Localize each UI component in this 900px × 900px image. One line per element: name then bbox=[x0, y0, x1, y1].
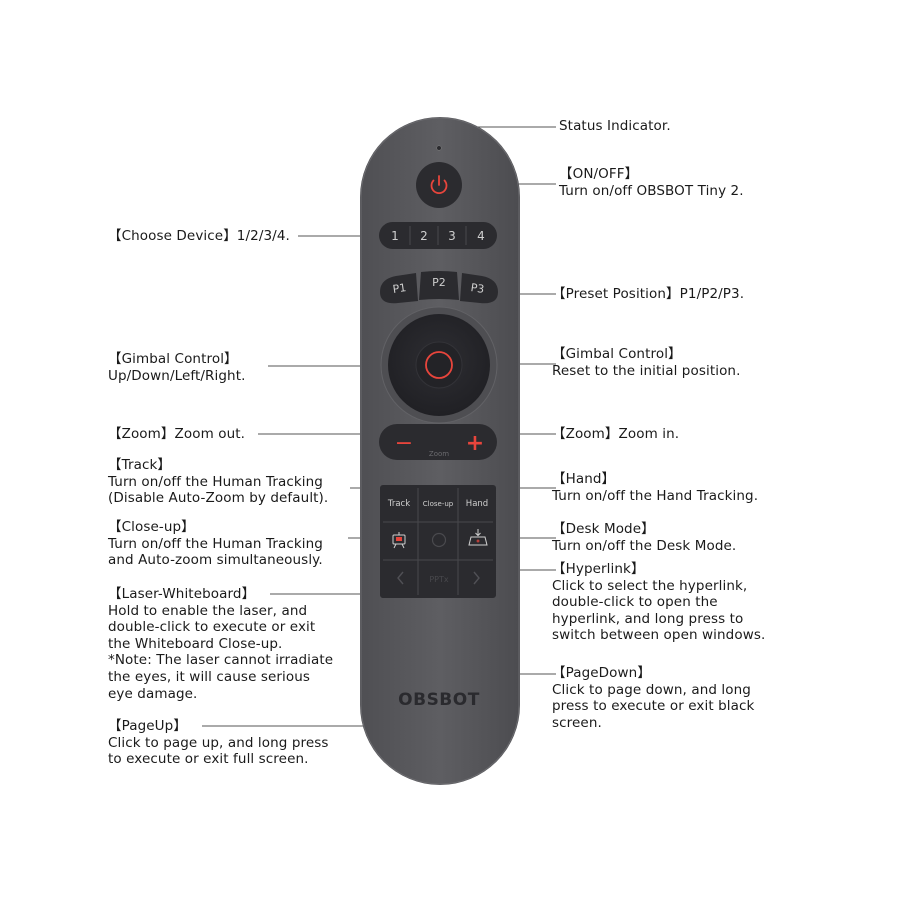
status-indicator-led bbox=[436, 145, 442, 151]
preset-button-p1[interactable] bbox=[380, 273, 418, 304]
annotation-line: eye damage. bbox=[108, 685, 198, 702]
device-button-1[interactable]: 1 bbox=[391, 229, 399, 243]
annotation-line: Turn on/off the Desk Mode. bbox=[552, 537, 737, 554]
reset-ring-icon bbox=[425, 351, 453, 379]
annotation-line: 【PageUp】 bbox=[108, 718, 187, 734]
annotation-line: 【Zoom】Zoom in. bbox=[552, 426, 680, 442]
preset-buttons: P1 P2 P3 bbox=[380, 271, 498, 304]
annotation-zoom-in: 【Zoom】Zoom in. bbox=[552, 426, 679, 443]
annotation-line: 【Choose Device】1/2/3/4. bbox=[108, 228, 290, 244]
annotation-laser-whiteboard: 【Laser-Whiteboard】Hold to enable the las… bbox=[108, 586, 333, 702]
annotation-choose-device: 【Choose Device】1/2/3/4. bbox=[108, 228, 290, 245]
annotation-desk-mode: 【Desk Mode】Turn on/off the Desk Mode. bbox=[552, 521, 736, 554]
desk-mode-button[interactable] bbox=[468, 529, 488, 546]
annotation-line: press to execute or exit black bbox=[552, 698, 755, 715]
annotation-line: and Auto-zoom simultaneously. bbox=[108, 552, 323, 569]
chevron-left-icon bbox=[397, 571, 404, 585]
gimbal-reset-button[interactable] bbox=[415, 341, 463, 389]
annotation-line: 【Hyperlink】 bbox=[552, 561, 645, 577]
gimbal-dpad[interactable] bbox=[380, 306, 498, 424]
annotation-line: 【Track】 bbox=[108, 457, 172, 473]
annotation-page-up: 【PageUp】Click to page up, and long press… bbox=[108, 718, 329, 768]
device-button-3[interactable]: 3 bbox=[448, 229, 456, 243]
preset-button-p3[interactable] bbox=[460, 273, 498, 304]
preset-label-p2: P2 bbox=[432, 276, 446, 289]
annotation-line: Click to select the hyperlink, bbox=[552, 577, 748, 594]
annotation-line: Reset to the initial position. bbox=[552, 362, 741, 379]
annotation-line: 【PageDown】 bbox=[552, 665, 651, 681]
annotation-hyperlink: 【Hyperlink】Click to select the hyperlink… bbox=[552, 561, 765, 644]
annotation-on-off: 【ON/OFF】Turn on/off OBSBOT Tiny 2. bbox=[559, 166, 744, 199]
annotation-line: 【Desk Mode】 bbox=[552, 521, 655, 537]
annotation-status-indicator: Status Indicator. bbox=[559, 118, 671, 135]
annotation-line: Turn on/off the Human Tracking bbox=[108, 535, 323, 552]
annotation-line: Turn on/off OBSBOT Tiny 2. bbox=[559, 182, 744, 199]
function-grid: Track Close-up Hand bbox=[380, 485, 496, 598]
preset-label-p1: P1 bbox=[392, 281, 407, 296]
hand-button-label: Hand bbox=[466, 499, 488, 509]
hand-button[interactable]: Hand bbox=[466, 499, 488, 509]
annotation-line: 【Hand】 bbox=[552, 471, 616, 487]
annotation-gimbal-left: 【Gimbal Control】Up/Down/Left/Right. bbox=[108, 351, 246, 384]
track-button[interactable]: Track bbox=[387, 499, 410, 509]
annotation-line: 【ON/OFF】 bbox=[559, 166, 639, 182]
annotation-hand: 【Hand】Turn on/off the Hand Tracking. bbox=[552, 471, 758, 504]
laser-whiteboard-button[interactable] bbox=[392, 532, 406, 549]
annotation-line: screen. bbox=[552, 714, 602, 731]
annotation-line: Hold to enable the laser, and bbox=[108, 602, 308, 619]
annotation-line: switch between open windows. bbox=[552, 627, 766, 644]
annotation-line: 【Preset Position】P1/P2/P3. bbox=[552, 286, 745, 302]
hyperlink-icon bbox=[431, 532, 447, 548]
annotation-line: Click to page up, and long press bbox=[108, 734, 329, 751]
annotation-line: Turn on/off the Human Tracking bbox=[108, 473, 323, 490]
annotation-line: Click to page down, and long bbox=[552, 681, 751, 698]
close-up-button[interactable]: Close-up bbox=[423, 500, 454, 508]
desk-mode-icon bbox=[468, 529, 488, 546]
annotation-line: double-click to open the bbox=[552, 594, 718, 611]
annotation-close-up: 【Close-up】Turn on/off the Human Tracking… bbox=[108, 519, 323, 569]
annotation-line: 【Laser-Whiteboard】 bbox=[108, 586, 256, 602]
preset-label-p3: P3 bbox=[470, 281, 485, 296]
hyperlink-button[interactable] bbox=[431, 532, 447, 548]
pptx-label: PPTx bbox=[429, 575, 449, 584]
annotation-line: hyperlink, and long press to bbox=[552, 610, 744, 627]
annotation-preset-position: 【Preset Position】P1/P2/P3. bbox=[552, 286, 744, 303]
chevron-right-icon bbox=[473, 571, 480, 585]
zoom-out-button[interactable]: − bbox=[395, 431, 413, 456]
zoom-in-button[interactable]: + bbox=[466, 431, 484, 456]
annotation-line: Status Indicator. bbox=[559, 118, 671, 134]
annotation-gimbal-right: 【Gimbal Control】Reset to the initial pos… bbox=[552, 346, 740, 379]
annotation-line: the Whiteboard Close-up. bbox=[108, 635, 283, 652]
annotation-line: 【Zoom】Zoom out. bbox=[108, 426, 246, 442]
page-up-button[interactable] bbox=[397, 571, 404, 585]
annotation-line: to execute or exit full screen. bbox=[108, 751, 309, 768]
preset-button-p2[interactable] bbox=[419, 271, 459, 300]
annotation-line: 【Gimbal Control】 bbox=[552, 346, 682, 362]
annotation-line: 【Close-up】 bbox=[108, 519, 195, 535]
annotation-track: 【Track】Turn on/off the Human Tracking(Di… bbox=[108, 457, 328, 507]
zoom-rocker: − + Zoom bbox=[379, 424, 497, 460]
whiteboard-icon bbox=[392, 532, 406, 549]
device-button-2[interactable]: 2 bbox=[420, 229, 428, 243]
annotation-line: double-click to execute or exit bbox=[108, 619, 316, 636]
annotation-line: (Disable Auto-Zoom by default). bbox=[108, 490, 329, 507]
annotation-line: the eyes, it will cause serious bbox=[108, 668, 311, 685]
power-button[interactable] bbox=[416, 162, 462, 208]
annotation-line: 【Gimbal Control】 bbox=[108, 351, 238, 367]
device-buttons: 1 2 3 4 bbox=[379, 222, 497, 249]
track-button-label: Track bbox=[387, 499, 410, 509]
annotation-line: Turn on/off the Hand Tracking. bbox=[552, 487, 759, 504]
zoom-label: Zoom bbox=[429, 450, 449, 458]
annotation-line: Up/Down/Left/Right. bbox=[108, 367, 246, 384]
brand-logo: OBSBOT bbox=[398, 690, 480, 710]
annotation-line: *Note: The laser cannot irradiate bbox=[108, 652, 334, 669]
power-icon bbox=[430, 175, 448, 194]
device-button-4[interactable]: 4 bbox=[477, 229, 485, 243]
close-up-button-label: Close-up bbox=[423, 500, 454, 508]
page-down-button[interactable] bbox=[473, 571, 480, 585]
annotation-zoom-out: 【Zoom】Zoom out. bbox=[108, 426, 245, 443]
